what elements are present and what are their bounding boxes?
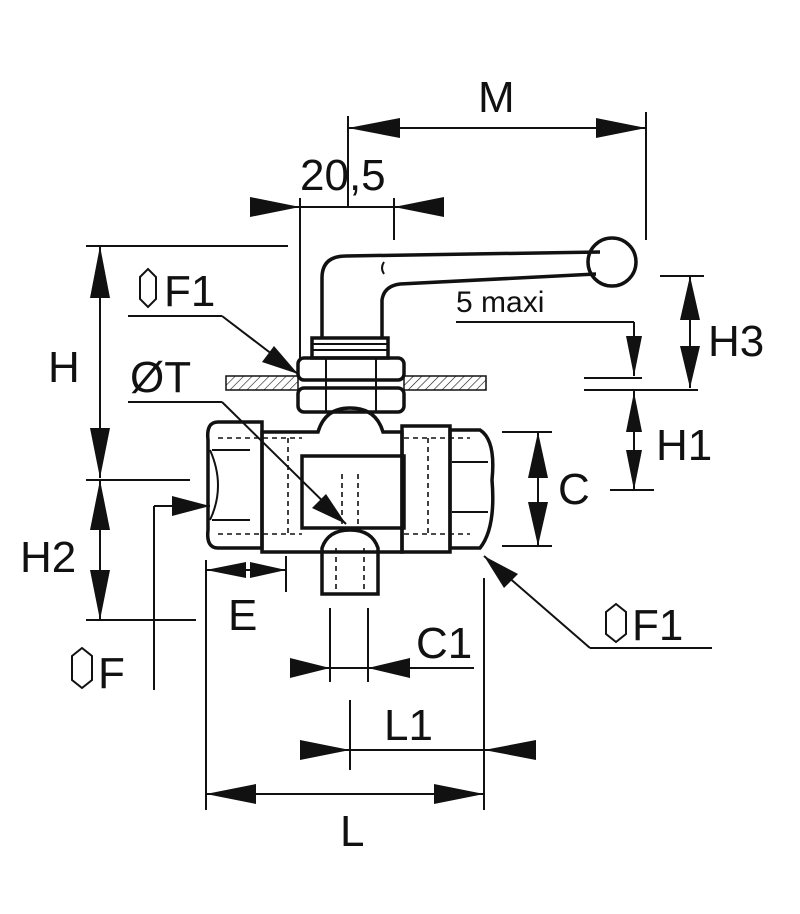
hexagon-icon-f (71, 646, 93, 690)
label-l1: L1 (384, 701, 433, 750)
label-h3: H3 (708, 317, 764, 366)
label-c: C (558, 465, 590, 514)
label-hex-f1-top: F1 (164, 267, 215, 316)
label-hex-f1-bottom: F1 (632, 601, 683, 650)
label-m: M (478, 73, 515, 122)
label-e: E (228, 591, 257, 640)
label-hex-f: F (98, 649, 125, 698)
dimension-lines (86, 112, 712, 810)
label-panel-hole: ØT (130, 353, 191, 402)
label-h2: H2 (20, 533, 76, 582)
hexagon-icon-f1-top (139, 267, 157, 309)
label-panel-thickness: 5 maxi (456, 286, 544, 319)
valve-body (205, 406, 495, 596)
label-h1: H1 (656, 421, 712, 470)
valve-stem-and-nuts (225, 336, 487, 414)
label-c1: C1 (416, 619, 472, 668)
label-l: L (340, 807, 364, 856)
label-handle-width: 20,5 (300, 151, 386, 200)
hexagon-icon-f1-bottom (605, 602, 627, 644)
label-h: H (48, 343, 80, 392)
lever-handle (320, 236, 638, 338)
